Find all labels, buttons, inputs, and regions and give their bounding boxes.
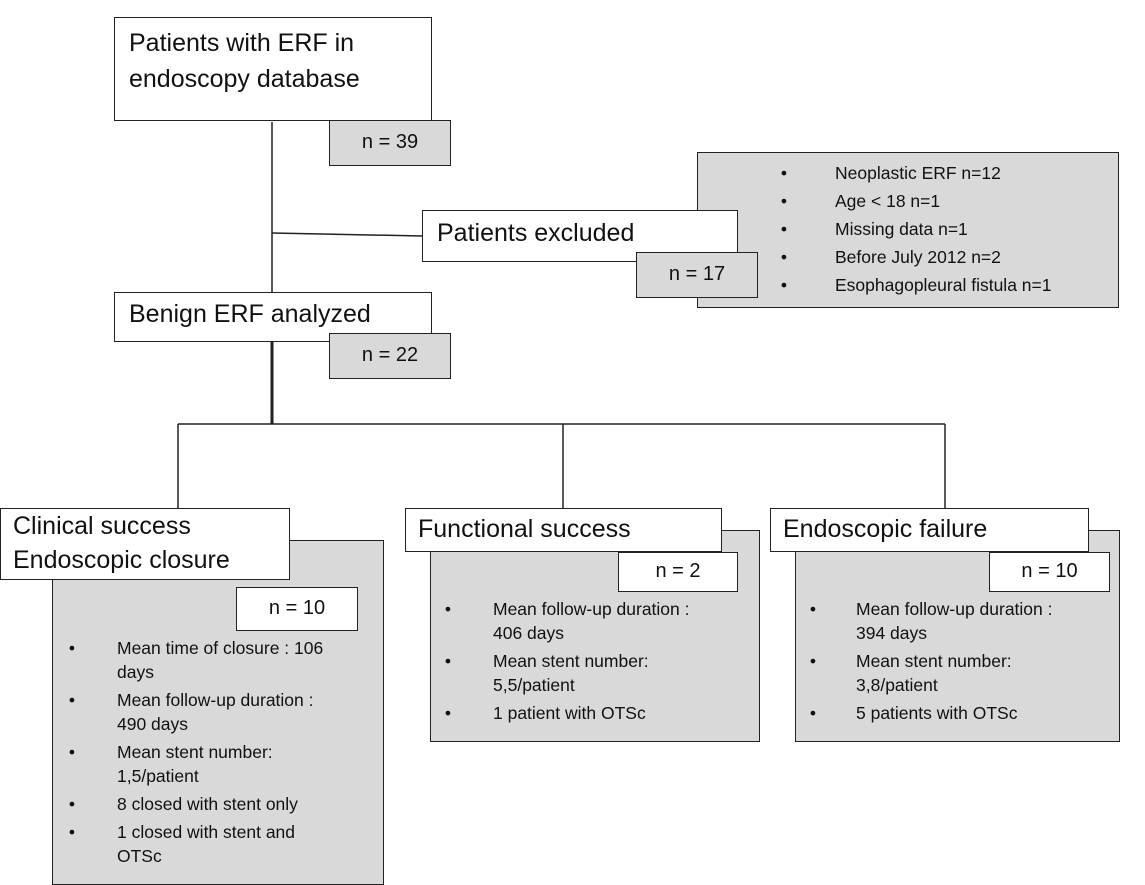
failure-count-box: n = 10 — [989, 552, 1110, 592]
failure-detail-item: •Mean stent number:3,8/patient — [809, 651, 1012, 695]
start-count-box: n = 39 — [329, 120, 451, 166]
excluded-reason-item: •Before July 2012 n=2 — [780, 247, 1001, 267]
functional-count: n = 2 — [655, 560, 701, 582]
analyzed-box: Benign ERF analyzed — [114, 292, 432, 342]
excluded-count: n = 17 — [668, 263, 726, 285]
clinical-title-box: Clinical success Endoscopic closure — [0, 508, 290, 580]
clinical-detail-item: •Mean follow-up duration :490 days — [68, 690, 314, 734]
excluded-reason-item: •Missing data n=1 — [780, 219, 968, 239]
failure-details-list: •Mean follow-up duration :394 days •Mean… — [809, 597, 1109, 725]
clinical-detail-item: •Mean stent number:1,5/patient — [68, 742, 273, 786]
failure-detail-item: •5 patients with OTSc — [809, 703, 1018, 723]
start-box: Patients with ERF in endoscopy database — [114, 17, 432, 121]
functional-detail-item: •Mean follow-up duration :406 days — [444, 599, 690, 643]
connector-to-excluded — [271, 232, 423, 237]
clinical-title-line1: Clinical success — [13, 512, 191, 540]
excluded-reasons-list: •Neoplastic ERF n=12 •Age < 18 n=1 •Miss… — [780, 161, 1118, 297]
functional-details-list: •Mean follow-up duration :406 days •Mean… — [444, 597, 749, 725]
failure-title-box: Endoscopic failure — [770, 508, 1089, 552]
clinical-detail-item: •8 closed with stent only — [68, 794, 298, 814]
start-count: n = 39 — [361, 131, 419, 153]
excluded-reason-item: •Age < 18 n=1 — [780, 191, 941, 211]
excluded-reason-item: •Esophagopleural fistula n=1 — [780, 275, 1052, 295]
excluded-label: Patients excluded — [437, 219, 635, 247]
start-label-line2: endoscopy database — [129, 65, 360, 93]
excluded-count-box: n = 17 — [636, 252, 758, 298]
functional-count-box: n = 2 — [618, 552, 738, 592]
functional-title: Functional success — [418, 515, 631, 543]
functional-title-box: Functional success — [405, 508, 722, 552]
functional-detail-item: •Mean stent number:5,5/patient — [444, 651, 649, 695]
failure-detail-item: •Mean follow-up duration :394 days — [809, 599, 1053, 643]
start-label-line1: Patients with ERF in — [129, 29, 355, 57]
failure-title: Endoscopic failure — [783, 515, 988, 543]
analyzed-count-box: n = 22 — [329, 333, 451, 379]
clinical-count: n = 10 — [268, 597, 326, 619]
analyzed-count: n = 22 — [361, 344, 419, 366]
functional-detail-item: •1 patient with OTSc — [444, 703, 646, 723]
analyzed-label: Benign ERF analyzed — [129, 300, 371, 328]
clinical-count-box: n = 10 — [236, 587, 358, 631]
failure-count: n = 10 — [1021, 560, 1078, 582]
excluded-reasons-box: •Neoplastic ERF n=12 •Age < 18 n=1 •Miss… — [697, 152, 1119, 308]
excluded-reason-item: •Neoplastic ERF n=12 — [780, 163, 1001, 183]
clinical-title-line2: Endoscopic closure — [13, 546, 230, 574]
